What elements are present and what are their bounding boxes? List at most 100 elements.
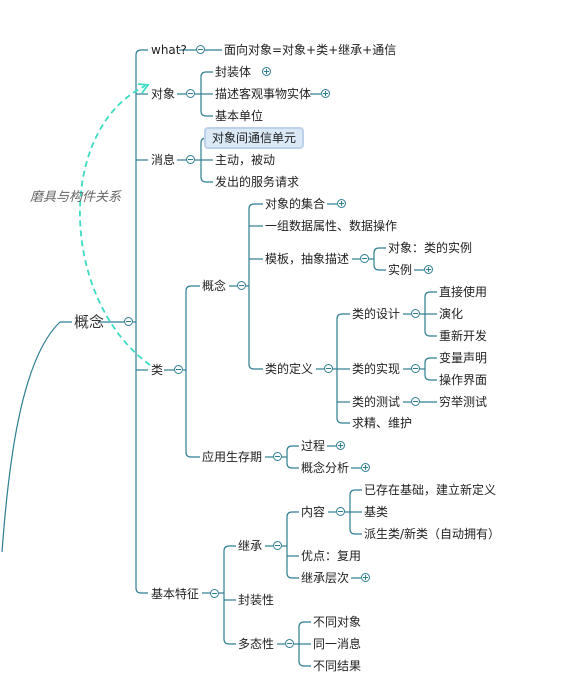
node-object-entity[interactable]: 描述客观事物实体 (215, 87, 312, 101)
node-inheritance[interactable]: 继承 (238, 539, 263, 553)
node-concept-set[interactable]: 对象的集合 (265, 197, 326, 211)
classdef-bracket-branch (336, 313, 350, 320)
collapse-toggle-icon[interactable] (124, 317, 133, 326)
collapse-toggle-icon[interactable] (196, 45, 205, 54)
node-inherit-content[interactable]: 内容 (301, 505, 326, 519)
node-poly-results[interactable]: 不同结果 (313, 659, 362, 673)
node-class-testing[interactable]: 类的测试 (352, 395, 401, 409)
collapse-toggle-icon[interactable] (411, 309, 420, 318)
node-content-base[interactable]: 基类 (364, 505, 389, 519)
node-what-definition[interactable]: 面向对象=对象+类+继承+通信 (224, 43, 397, 57)
node-class-lifecycle[interactable]: 应用生存期 (202, 450, 263, 464)
collapse-toggle-icon[interactable] (174, 365, 183, 374)
collapse-toggle-icon[interactable] (411, 397, 420, 406)
expand-toggle-icon[interactable] (361, 463, 370, 472)
node-impl-interface[interactable]: 操作界面 (439, 373, 488, 387)
impl-bracket-branch (424, 374, 437, 381)
node-lifecycle-process[interactable]: 过程 (301, 439, 326, 453)
expand-toggle-icon[interactable] (424, 265, 433, 274)
node-template-instance[interactable]: 实例 (388, 263, 413, 277)
poly-bracket-branch (298, 660, 311, 667)
node-class-design[interactable]: 类的设计 (352, 307, 401, 321)
expand-toggle-icon[interactable] (262, 67, 271, 76)
node-concept-template[interactable]: 模板，抽象描述 (265, 252, 350, 266)
root-bracket-branch (135, 587, 148, 594)
content-bracket-branch (349, 489, 362, 496)
node-class[interactable]: 类 (151, 363, 164, 377)
object-bracket-branch (200, 71, 213, 78)
template-bracket-branch (373, 247, 386, 254)
node-design-direct[interactable]: 直接使用 (439, 285, 488, 299)
node-concept-data[interactable]: 一组数据属性、数据操作 (265, 219, 398, 233)
collapse-toggle-icon[interactable] (186, 89, 195, 98)
concept-bracket-branch (248, 363, 263, 370)
message-bracket-branch (200, 176, 213, 183)
node-class-definition[interactable]: 类的定义 (265, 362, 314, 376)
class-bracket-branch (185, 285, 200, 292)
collapse-toggle-icon[interactable] (273, 541, 282, 550)
collapse-toggle-icon[interactable] (273, 452, 282, 461)
features-bracket-branch (223, 638, 236, 645)
expand-toggle-icon[interactable] (336, 441, 345, 450)
inherit-bracket-branch (286, 511, 299, 518)
collapse-toggle-icon[interactable] (285, 639, 294, 648)
node-template-object[interactable]: 对象：类的实例 (388, 241, 473, 255)
node-poly-objects[interactable]: 不同对象 (313, 615, 362, 629)
expand-toggle-icon[interactable] (321, 89, 330, 98)
node-object[interactable]: 对象 (151, 87, 176, 101)
content-bracket-branch (349, 528, 362, 535)
object-bracket-branch (200, 110, 213, 117)
collapse-toggle-icon[interactable] (411, 364, 420, 373)
collapse-toggle-icon[interactable] (237, 281, 246, 290)
collapse-toggle-icon[interactable] (360, 254, 369, 263)
expand-toggle-icon[interactable] (337, 199, 346, 208)
collapse-toggle-icon[interactable] (210, 589, 219, 598)
template-bracket-branch (373, 264, 386, 271)
collapse-toggle-icon[interactable] (324, 364, 333, 373)
node-class-refine[interactable]: 求精、维护 (352, 416, 413, 430)
node-inherit-hierarchy[interactable]: 继承层次 (301, 571, 350, 585)
node-content-derived[interactable]: 派生类/新类（自动拥有） (364, 527, 501, 541)
concept-bracket-branch (248, 203, 263, 210)
expand-toggle-icon[interactable] (361, 573, 370, 582)
poly-bracket-branch (298, 621, 311, 628)
node-content-new-def[interactable]: 已存在基础，建立新定义 (364, 483, 497, 497)
inherit-bracket-branch (286, 572, 299, 579)
node-poly-message[interactable]: 同一消息 (313, 637, 362, 651)
impl-bracket-branch (424, 357, 437, 364)
collapse-toggle-icon[interactable] (186, 155, 195, 164)
root-node-concept[interactable]: 概念 (74, 313, 105, 331)
design-bracket-branch (424, 291, 437, 298)
node-class-concept[interactable]: 概念 (202, 279, 227, 293)
features-bracket-branch (223, 545, 236, 552)
root-bracket-branch (135, 49, 148, 56)
node-what[interactable]: what? (151, 43, 187, 57)
node-features[interactable]: 基本特征 (151, 587, 200, 601)
node-inherit-advantage[interactable]: 优点：复用 (301, 549, 362, 563)
node-encapsulation[interactable]: 封装性 (238, 593, 275, 607)
node-class-implementation[interactable]: 类的实现 (352, 362, 401, 376)
design-bracket-branch (424, 330, 437, 337)
node-message-request[interactable]: 发出的服务请求 (215, 175, 300, 189)
node-object-encapsulation[interactable]: 封装体 (215, 65, 252, 79)
node-message-active-passive[interactable]: 主动，被动 (215, 153, 276, 167)
node-object-unit[interactable]: 基本单位 (215, 109, 264, 123)
node-message[interactable]: 消息 (151, 153, 176, 167)
node-design-redevelop[interactable]: 重新开发 (439, 329, 488, 343)
node-polymorphism[interactable]: 多态性 (238, 637, 275, 651)
relation-arrowhead (137, 83, 150, 94)
node-test-exhaustive[interactable]: 穷举测试 (439, 395, 488, 409)
classdef-bracket-branch (336, 417, 350, 424)
relation-label: 磨具与构件关系 (30, 190, 122, 205)
node-design-evolve[interactable]: 演化 (439, 307, 464, 321)
node-impl-variables[interactable]: 变量声明 (439, 351, 488, 365)
life-bracket-branch (286, 462, 299, 469)
node-message-unit-selected[interactable]: 对象间通信单元 (204, 127, 305, 149)
root-curve (1, 321, 72, 553)
collapse-toggle-icon[interactable] (336, 507, 345, 516)
node-lifecycle-analysis[interactable]: 概念分析 (301, 461, 350, 475)
class-bracket-branch (185, 451, 200, 458)
life-bracket-branch (286, 445, 299, 452)
relation-dashed-arrow (79, 85, 151, 366)
